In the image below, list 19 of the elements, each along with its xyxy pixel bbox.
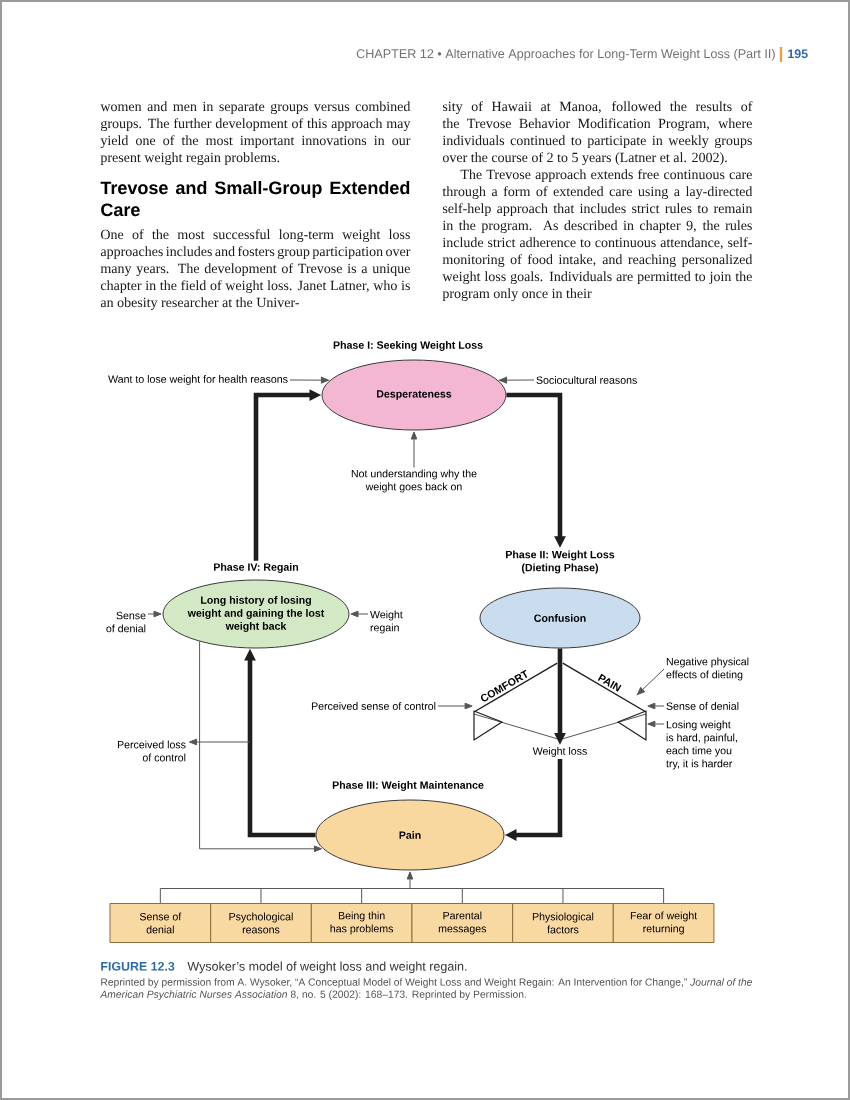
arrow [199, 641, 322, 853]
connector-line [461, 888, 463, 904]
connector-line [361, 888, 363, 904]
arrow [498, 376, 535, 384]
arrow [636, 668, 665, 696]
connector-line [260, 888, 262, 904]
arrow [437, 702, 473, 710]
connector-line [159, 888, 161, 904]
arrow [647, 702, 665, 710]
connector-line [562, 888, 564, 904]
arrow [410, 431, 418, 469]
arrow [647, 720, 665, 728]
arrow [147, 610, 162, 618]
section-heading: Trevose and Small-Group Extended Care [100, 180, 410, 217]
connector-line [663, 888, 665, 904]
arrow [188, 738, 251, 746]
arrow [289, 376, 330, 384]
arrow [159, 871, 665, 889]
arrow [350, 610, 369, 618]
